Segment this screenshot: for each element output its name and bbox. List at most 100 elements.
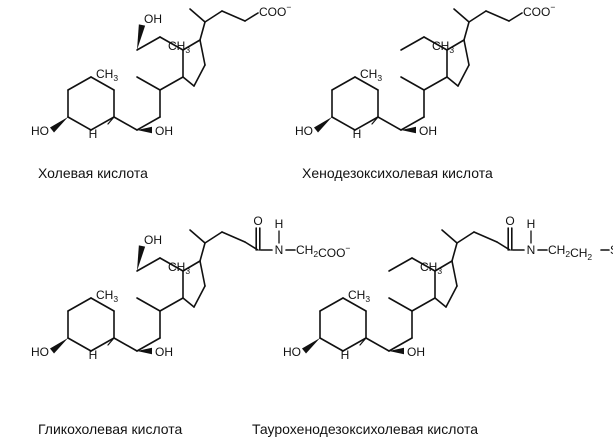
bond xyxy=(90,297,115,312)
caption-cholic: Холевая кислота xyxy=(38,165,148,181)
carboxylate-group: COO− xyxy=(523,2,555,19)
carbonyl-oxygen: O xyxy=(253,214,262,228)
bond xyxy=(423,76,448,91)
bond xyxy=(434,260,453,272)
bond xyxy=(457,64,470,87)
bond xyxy=(451,260,458,287)
hydrogen-5: H xyxy=(353,127,362,141)
methyl-group-10: CH3 xyxy=(348,288,370,304)
bond xyxy=(67,116,92,131)
stereo-wedge-7 xyxy=(401,126,416,134)
bond xyxy=(451,242,458,262)
bond xyxy=(434,297,447,308)
stereo-wedge-12 xyxy=(137,24,146,50)
bond xyxy=(193,64,206,87)
hydroxyl-group-7: OH xyxy=(407,345,425,359)
hydrogen-5: H xyxy=(89,127,98,141)
bond xyxy=(423,36,448,51)
bond xyxy=(456,231,475,244)
bond xyxy=(388,297,413,312)
bond xyxy=(354,116,379,131)
amide-nitrogen: N xyxy=(275,243,284,257)
stereo-wedge-7 xyxy=(137,126,152,134)
bond xyxy=(136,297,161,312)
bond xyxy=(342,337,367,352)
bond xyxy=(182,76,195,87)
bond xyxy=(189,8,206,23)
bond xyxy=(199,39,206,66)
bond xyxy=(342,297,367,312)
bond xyxy=(67,297,92,312)
bond xyxy=(199,260,206,287)
bond xyxy=(90,76,115,91)
bond xyxy=(67,337,92,352)
bond xyxy=(331,116,356,131)
bond xyxy=(473,231,498,243)
stereo-wedge-3 xyxy=(301,338,320,354)
stereo-wedge-7 xyxy=(137,347,152,355)
hydroxyl-group-12: OH xyxy=(144,233,162,247)
bond xyxy=(400,36,425,51)
hydrogen-5: H xyxy=(89,348,98,362)
bond xyxy=(468,10,487,23)
amide-nitrogen: N xyxy=(527,243,536,257)
hydroxyl-group-7: OH xyxy=(155,124,173,138)
bond xyxy=(113,337,138,352)
bond-tail xyxy=(244,12,259,22)
methyl-group-13: CH3 xyxy=(168,260,190,276)
bond xyxy=(388,257,413,272)
bond xyxy=(446,39,465,51)
bond xyxy=(193,285,206,308)
amide-hydrogen: H xyxy=(527,217,536,231)
bond xyxy=(159,36,184,51)
bond xyxy=(485,10,510,22)
bond xyxy=(199,242,206,262)
bond xyxy=(159,257,184,272)
bond-h5 xyxy=(107,116,115,125)
bond xyxy=(446,76,459,87)
bond xyxy=(182,39,201,51)
bond xyxy=(331,76,356,91)
hydroxyl-group-7: OH xyxy=(419,124,437,138)
bond xyxy=(400,116,425,131)
amide-hydrogen: H xyxy=(275,217,284,231)
caption-taurochenodeoxycholic: Таурохенодезоксихолевая кислота xyxy=(252,421,478,437)
bond xyxy=(136,257,161,272)
bond xyxy=(388,337,413,352)
bond xyxy=(136,337,161,352)
caption-chenodeoxycholic: Хенодезоксихолевая кислота xyxy=(302,165,493,181)
bond xyxy=(182,297,195,308)
carboxylate-group: COO− xyxy=(259,2,291,19)
bond xyxy=(453,8,470,23)
bond xyxy=(400,76,425,91)
hydroxyl-group-3: HO xyxy=(283,345,301,359)
bond xyxy=(182,260,201,272)
stereo-wedge-7 xyxy=(389,347,404,355)
bond xyxy=(136,76,161,91)
taurine-chain: CH2CH2 xyxy=(548,243,592,262)
bond-h5 xyxy=(371,116,379,125)
bond xyxy=(354,76,379,91)
methyl-group-10: CH3 xyxy=(360,67,382,83)
stereo-wedge-3 xyxy=(49,338,68,354)
bond xyxy=(221,10,246,22)
bond-h5 xyxy=(359,337,367,346)
bond xyxy=(221,231,246,243)
bond xyxy=(113,116,138,131)
bond xyxy=(463,39,470,66)
hydroxyl-group-3: HO xyxy=(31,345,49,359)
caption-glycocholic: Гликохолевая кислота xyxy=(38,421,183,437)
bond xyxy=(319,337,344,352)
hydroxyl-group-3: HO xyxy=(31,124,49,138)
bond xyxy=(159,76,184,91)
bond xyxy=(136,116,161,131)
bond xyxy=(199,21,206,41)
bond xyxy=(441,229,458,244)
hydroxyl-group-12: OH xyxy=(144,12,162,26)
hydrogen-5: H xyxy=(341,348,350,362)
